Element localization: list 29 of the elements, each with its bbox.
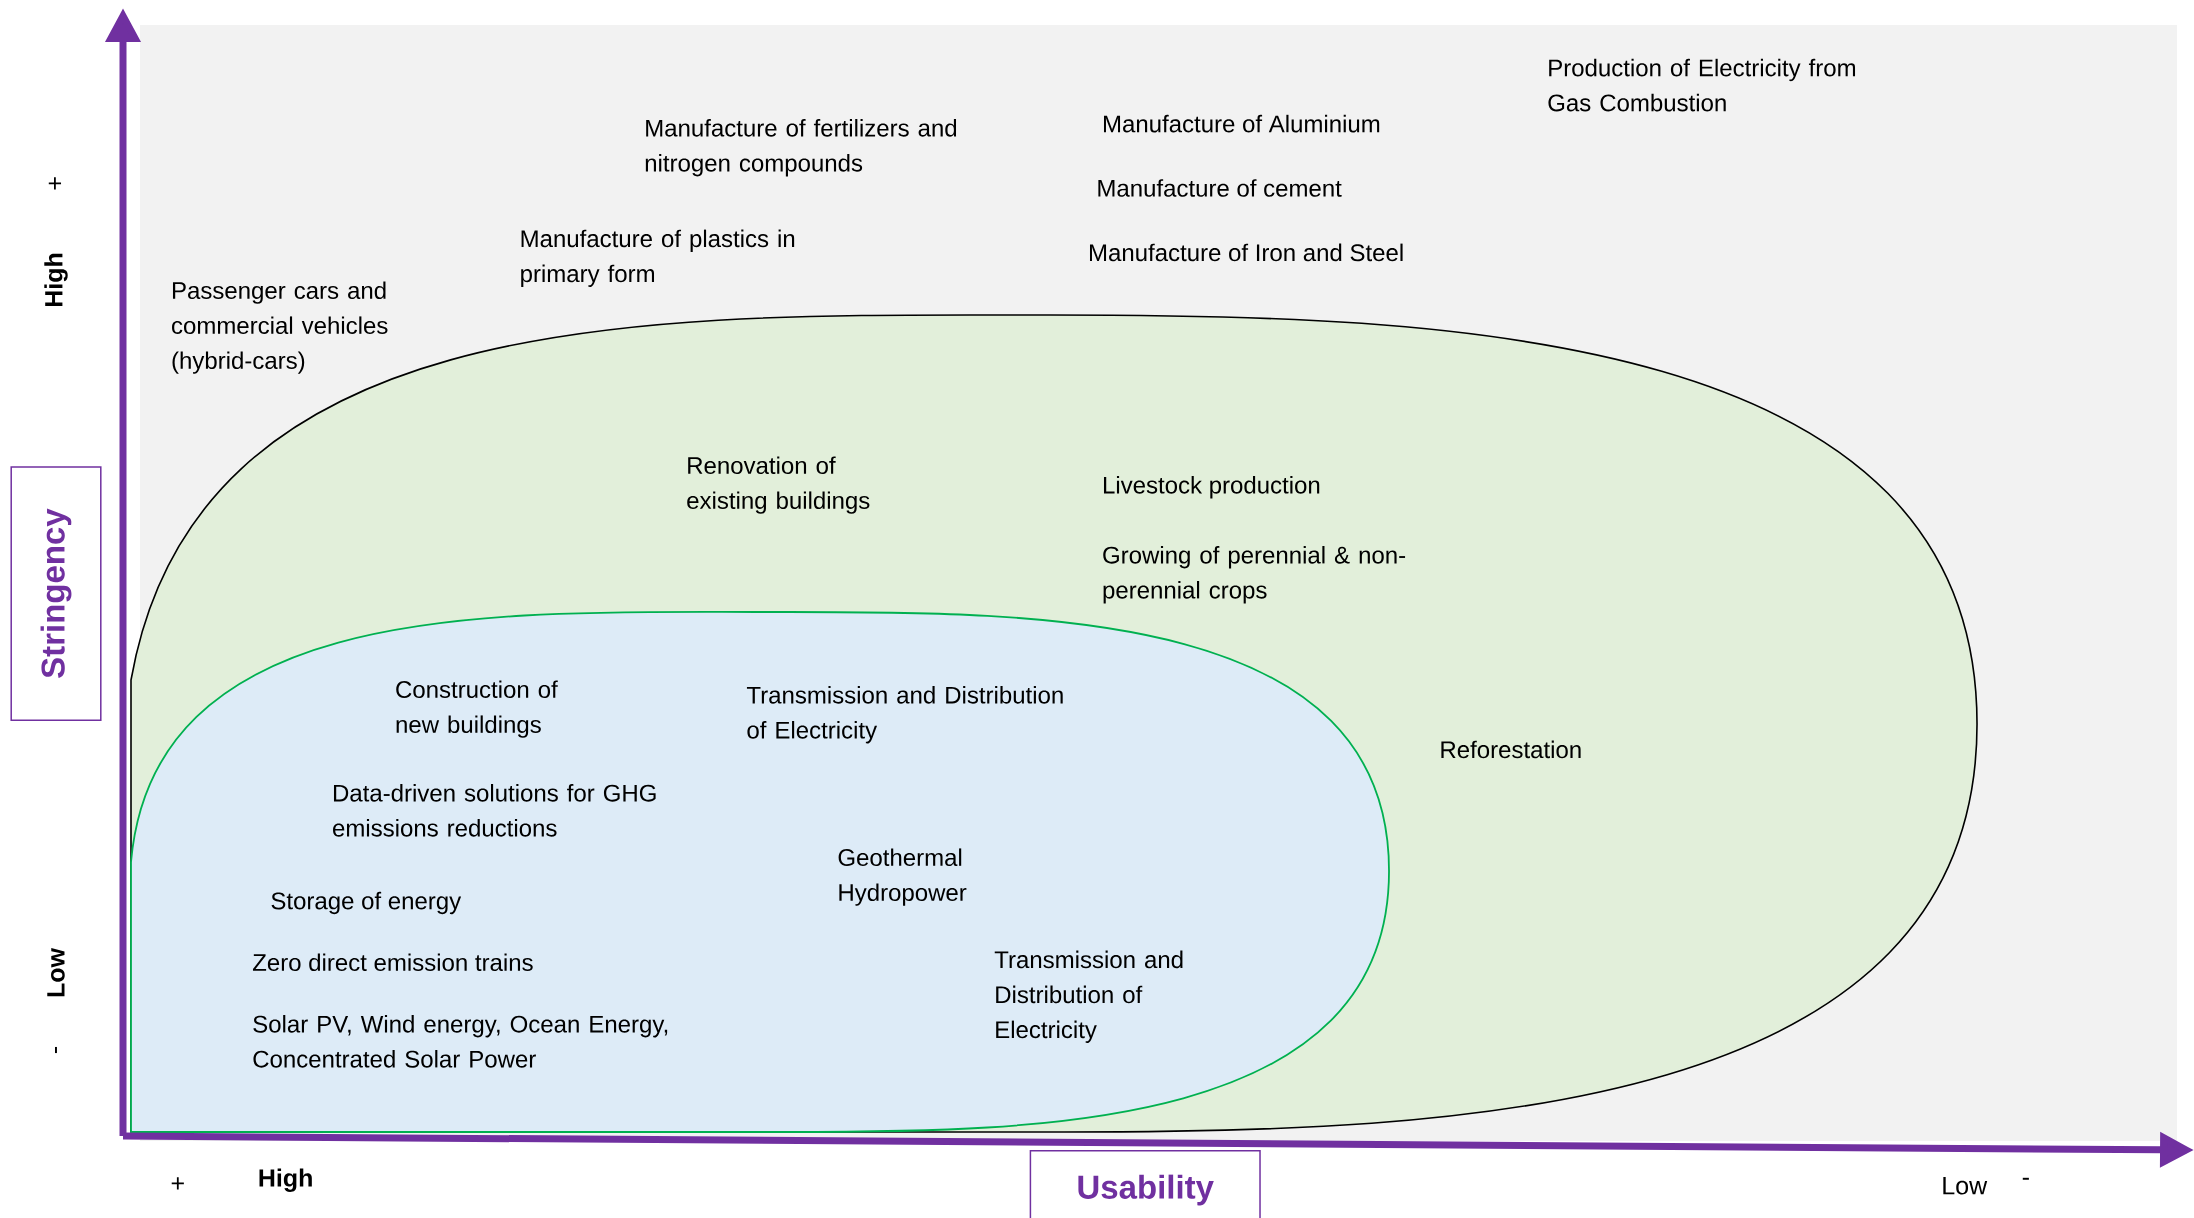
region-label: Livestock production [1104, 476, 1320, 499]
region-label: Production of Electricity from Gas Combustion [1548, 58, 1856, 112]
region-label: Solar PV, Wind energy, Ocean Energy, Concentrated Solar Power [253, 1015, 668, 1068]
region-label: Transmission and Distribution of Electricity [746, 686, 1063, 744]
axis-label: Low [47, 947, 65, 997]
axis-label: - [2022, 1177, 2029, 1180]
region-label: Geothermal Hydropower [838, 848, 967, 906]
region-label: Manufacture of plastics in primary form [521, 229, 795, 287]
axis-title-box: Usability [1029, 1150, 1261, 1218]
region-label: Manufacture of Aluminium [1104, 114, 1380, 133]
region-label: Growing of perennial & non-perennial crops [1103, 546, 1406, 604]
axis-label: Low [1943, 1177, 1988, 1195]
region-label: Manufacture of cement [1098, 179, 1342, 197]
region-label: Transmission and Distribution of Electricity [994, 950, 1183, 1043]
axis-label: High [259, 1168, 312, 1192]
region-label: Manufacture of fertilizers and nitrogen compounds [645, 119, 957, 177]
region-label: Data-driven solutions for GHG emissions reductions [333, 784, 656, 837]
region-label: Passenger cars and commercial vehicles (hybrid-cars) [172, 281, 388, 374]
region-label: Manufacture of Iron and Steel [1090, 243, 1403, 262]
axis-label: High [44, 253, 68, 307]
region-label: Renovation of existing buildings [687, 456, 870, 514]
axis-title-box: Stringency [10, 466, 102, 722]
region-label: Zero direct emission trains [252, 953, 533, 972]
region-label: Construction of new buildings [396, 680, 558, 738]
region-label: Storage of energy [271, 891, 462, 915]
region-label: Reforestation [1441, 740, 1581, 759]
axis-label: + [48, 177, 61, 190]
axis-label: - [55, 1046, 57, 1054]
axis-label: + [171, 1177, 184, 1190]
